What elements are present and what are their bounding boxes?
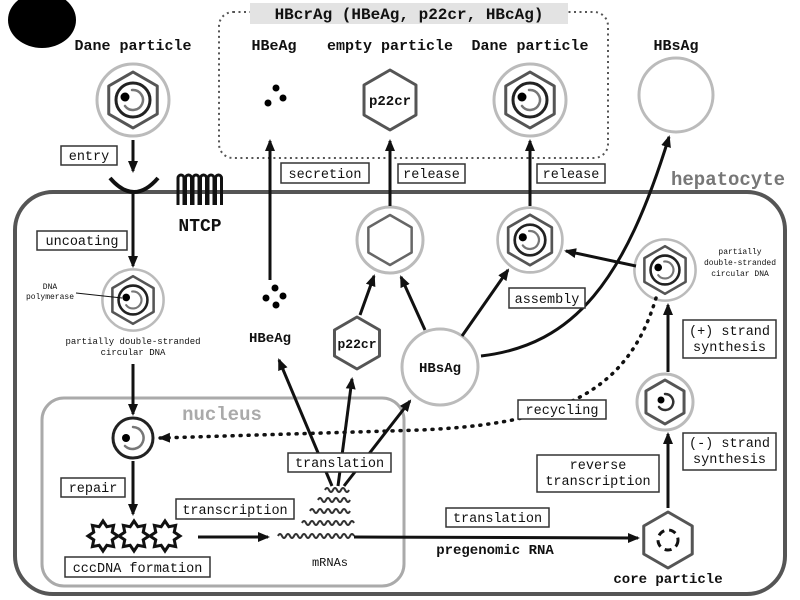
label-hbeag-outside: HBeAg bbox=[251, 38, 296, 55]
hbeag-dots-icon bbox=[262, 284, 287, 309]
step-cccdna-formation: cccDNA formation bbox=[64, 556, 211, 578]
rcdna-right-label-line3: circular DNA bbox=[711, 270, 769, 279]
empty-capsid-icon bbox=[355, 205, 425, 275]
hbsag-secreted-icon bbox=[637, 56, 715, 134]
hbeag-label: HBeAg bbox=[249, 331, 291, 347]
cccdna-icon bbox=[148, 519, 182, 553]
arrow-translation-hbsag bbox=[342, 399, 412, 487]
step-secretion: secretion bbox=[280, 162, 370, 184]
step-reverse-transcription: reverse transcription bbox=[536, 454, 660, 493]
corner-blob bbox=[8, 0, 76, 48]
empty-particle-content: p22cr bbox=[369, 94, 411, 110]
step-assembly-label: assembly bbox=[515, 293, 580, 308]
label-empty-particle: empty particle bbox=[327, 38, 453, 55]
core-particle-label: core particle bbox=[613, 572, 722, 588]
step-plus-strand-synthesis: (+) strand synthesis bbox=[682, 319, 777, 359]
label-dane-particle-outside: Dane particle bbox=[74, 38, 191, 55]
dna-polymerase-label-line2: polymerase bbox=[26, 293, 74, 302]
step-translation-core-label: translation bbox=[453, 512, 542, 527]
step-plus-strand-line2: synthesis bbox=[693, 341, 766, 356]
step-plus-strand-line1: (+) strand bbox=[689, 325, 770, 340]
step-assembly: assembly bbox=[508, 287, 586, 309]
dna-polymerase-pointer bbox=[75, 292, 123, 299]
step-repair: repair bbox=[60, 477, 126, 498]
mature-nucleocapsid-icon bbox=[633, 238, 697, 302]
assembled-dane-particle-icon bbox=[496, 206, 564, 274]
step-transcription: transcription bbox=[175, 498, 295, 520]
p22cr-icon: p22cr bbox=[332, 315, 382, 371]
mrnas-label: mRNAs bbox=[312, 556, 348, 570]
hbsag-label: HBsAg bbox=[419, 361, 461, 377]
step-transcription-label: transcription bbox=[182, 504, 287, 519]
step-uncoating-label: uncoating bbox=[46, 235, 119, 250]
step-repair-label: repair bbox=[69, 482, 118, 497]
pregenomic-rna-label: pregenomic RNA bbox=[436, 543, 554, 559]
nuclear-rcdna-icon bbox=[111, 416, 155, 460]
step-uncoating: uncoating bbox=[36, 230, 128, 251]
step-release-empty-label: release bbox=[403, 168, 460, 183]
ntcp-label: NTCP bbox=[178, 217, 221, 237]
cccdna-icon bbox=[86, 519, 120, 553]
step-release-empty: release bbox=[397, 163, 466, 184]
rcdna-left-label-line1: partially double-stranded bbox=[65, 337, 200, 347]
nucleus-label: nucleus bbox=[182, 404, 262, 426]
arrow-hbsag-to-capsid bbox=[399, 275, 427, 331]
step-release-dane: release bbox=[536, 163, 606, 184]
step-minus-strand-line1: (-) strand bbox=[689, 437, 770, 452]
cccdna-icon bbox=[117, 519, 151, 553]
step-entry: entry bbox=[60, 145, 118, 166]
nucleus-membrane bbox=[40, 396, 406, 588]
arrow-to-assembly bbox=[564, 248, 637, 268]
ntcp-receptor-icon bbox=[176, 173, 223, 205]
step-secretion-label: secretion bbox=[289, 168, 362, 183]
dane-particle-incoming-icon bbox=[95, 62, 171, 138]
arrow-hbsag-to-assembly bbox=[460, 268, 510, 337]
step-translation-core: translation bbox=[445, 507, 550, 528]
rcdna-particle-icon bbox=[101, 268, 165, 332]
step-reverse-transcription-line1: reverse bbox=[570, 459, 627, 474]
empty-particle-icon: p22cr bbox=[362, 68, 418, 132]
hepatocyte-membrane bbox=[13, 190, 787, 596]
hbcrag-group-box bbox=[218, 11, 609, 159]
step-release-dane-label: release bbox=[543, 168, 600, 183]
arrow-hbsag-secretion bbox=[480, 135, 671, 358]
arrow-p22cr-to-capsid bbox=[358, 274, 376, 316]
step-cccdna-formation-label: cccDNA formation bbox=[73, 562, 203, 577]
dna-polymerase-label-line1: DNA bbox=[43, 283, 58, 292]
step-entry-label: entry bbox=[69, 150, 110, 165]
rcdna-right-label-line1: partially bbox=[718, 248, 761, 257]
hbeag-secreted-dots-icon bbox=[264, 84, 287, 107]
hbcrag-title-background bbox=[250, 3, 568, 24]
rcdna-left-label-line2: circular DNA bbox=[101, 348, 166, 358]
label-dane-particle-released: Dane particle bbox=[471, 38, 588, 55]
step-reverse-transcription-line2: transcription bbox=[545, 475, 650, 490]
step-minus-strand-synthesis: (-) strand synthesis bbox=[682, 432, 777, 471]
p22cr-label: p22cr bbox=[337, 337, 376, 352]
step-translation-proteins: translation bbox=[287, 452, 392, 473]
hbsag-icon: HBsAg bbox=[400, 327, 480, 407]
hepatocyte-label: hepatocyte bbox=[671, 169, 785, 191]
arrow-pregenomic-rna bbox=[353, 532, 640, 543]
minus-strand-particle-icon bbox=[635, 372, 695, 432]
label-hbsag-outside: HBsAg bbox=[653, 38, 698, 55]
step-recycling: recycling bbox=[517, 399, 607, 420]
mrna-icon bbox=[277, 487, 355, 539]
core-particle-icon bbox=[642, 510, 694, 570]
step-minus-strand-line2: synthesis bbox=[693, 453, 766, 468]
step-recycling-label: recycling bbox=[526, 404, 599, 419]
dane-particle-released-icon bbox=[492, 62, 568, 138]
entry-cup bbox=[108, 176, 160, 194]
hbcrag-title: HBcrAg (HBeAg, p22cr, HBcAg) bbox=[275, 6, 544, 24]
step-translation-proteins-label: translation bbox=[295, 457, 384, 472]
rcdna-right-label-line2: double-stranded bbox=[704, 259, 776, 268]
